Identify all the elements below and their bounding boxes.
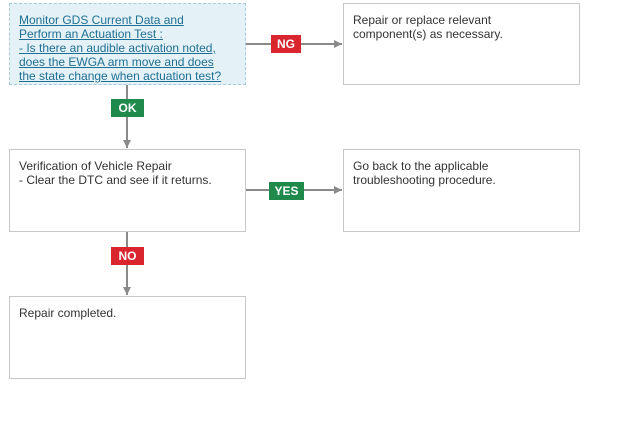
verification-title: Verification of Vehicle Repair [19, 159, 172, 173]
actuation-test-question-link[interactable]: - Is there an audible activation noted, [19, 41, 216, 55]
yes-badge: YES [269, 182, 304, 200]
actuation-test-question-link-3[interactable]: the state change when actuation test? [19, 69, 222, 83]
step-actuation-test-box[interactable]: Monitor GDS Current Data and Perform an … [9, 3, 246, 85]
step-repair-replace-box: Repair or replace relevant component(s) … [343, 3, 580, 85]
actuation-test-question-link-2[interactable]: does the EWGA arm move and does [19, 55, 214, 69]
verification-instruction: - Clear the DTC and see if it returns. [19, 173, 212, 187]
step-go-back-box: Go back to the applicable troubleshootin… [343, 149, 580, 232]
repair-replace-text: Repair or replace relevant [353, 13, 492, 27]
step-repair-completed-box: Repair completed. [9, 296, 246, 379]
ok-badge: OK [111, 99, 144, 117]
ng-badge: NG [271, 35, 301, 53]
actuation-test-title-link-2[interactable]: Perform an Actuation Test : [19, 27, 163, 41]
repair-replace-text-2: component(s) as necessary. [353, 27, 503, 41]
no-badge: NO [111, 247, 144, 265]
go-back-text-2: troubleshooting procedure. [353, 173, 496, 187]
go-back-text: Go back to the applicable [353, 159, 489, 173]
step-verification-box: Verification of Vehicle Repair - Clear t… [9, 149, 246, 232]
actuation-test-title-link[interactable]: Monitor GDS Current Data and [19, 13, 184, 27]
repair-completed-text: Repair completed. [19, 306, 117, 320]
